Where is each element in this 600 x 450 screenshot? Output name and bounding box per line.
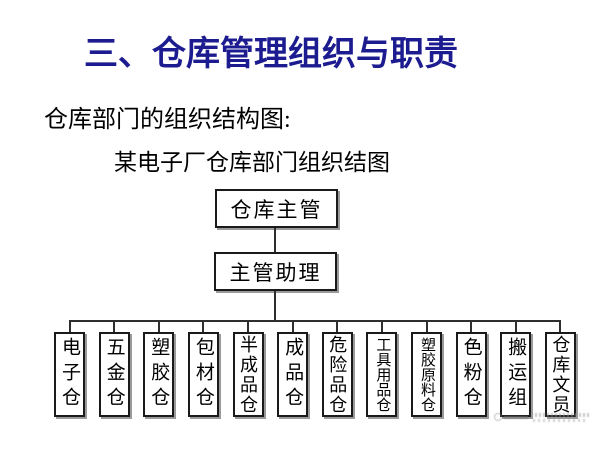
org-box-plastic-warehouse: 塑胶仓	[143, 321, 175, 417]
org-box-color-powder-warehouse: 色粉仓	[455, 321, 487, 417]
org-box-label: 色粉仓	[460, 337, 482, 412]
org-box-packaging-warehouse: 包材仓	[187, 321, 219, 417]
org-box-electronics-warehouse: 电子仓	[54, 321, 85, 417]
org-box-label: 五金仓	[103, 337, 125, 412]
org-box-label: 仓库主管	[230, 197, 323, 222]
org-box-label: 主管助理	[229, 260, 322, 285]
org-box-plastic-raw-material-warehouse: 塑胶原料仓	[411, 321, 442, 417]
org-box-semifinished-warehouse: 半成品仓	[232, 321, 264, 417]
slide-subtitle: 仓库部门的组织结构图:	[44, 107, 291, 133]
diagram-caption: 某电子厂仓库部门组织结图	[114, 150, 390, 175]
org-box-supervisor-assistant: 主管助理	[214, 252, 337, 291]
org-box-finished-goods-warehouse: 成品仓	[277, 321, 309, 417]
org-box-label: 搬运组	[505, 337, 527, 412]
org-box-label: 电子仓	[59, 337, 80, 412]
org-box-transport-team: 搬运组	[500, 321, 532, 417]
org-box-label: 危险品仓	[327, 334, 348, 415]
org-box-label: 仓库文员	[550, 334, 571, 415]
org-box-label: 成品仓	[282, 337, 304, 412]
org-box-warehouse-clerk: 仓库文员	[544, 321, 576, 417]
org-box-label: 塑胶仓	[148, 337, 170, 412]
org-box-label: 工具用品仓	[374, 337, 391, 412]
org-box-label: 包材仓	[192, 337, 214, 412]
org-box-warehouse-supervisor: 仓库主管	[215, 189, 338, 228]
org-box-hardware-warehouse: 五金仓	[98, 321, 130, 417]
connector-horizontal-bus	[69, 320, 561, 322]
org-box-label: 塑胶原料仓	[419, 337, 435, 412]
connector-root-to-assistant	[274, 228, 276, 253]
org-box-tools-supplies-warehouse: 工具用品仓	[366, 321, 398, 417]
org-box-hazardous-goods-warehouse: 危险品仓	[321, 321, 353, 417]
slide-title: 三、仓库管理组织与职责	[84, 35, 458, 73]
org-box-label: 半成品仓	[238, 334, 258, 415]
connector-assistant-to-row	[274, 291, 276, 321]
department-row: 电子仓 五金仓 塑胶仓 包材仓 半成品仓 成品仓 危险品仓 工具用品仓 塑胶原料…	[54, 321, 576, 417]
